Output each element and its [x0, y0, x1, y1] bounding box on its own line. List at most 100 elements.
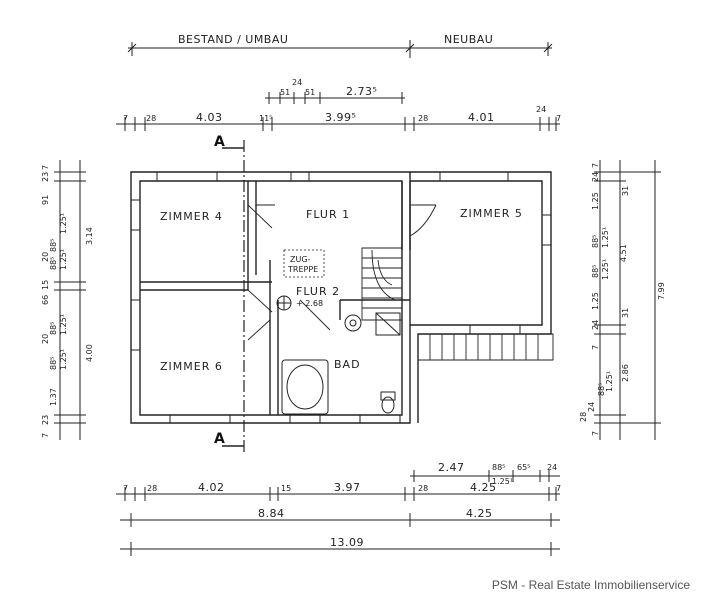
svg-text:23: 23 — [41, 415, 50, 425]
svg-text:7: 7 — [591, 163, 600, 168]
dim-label: 3.99⁵ — [325, 111, 356, 124]
svg-text:28: 28 — [579, 412, 588, 422]
terrace — [418, 334, 553, 360]
stair — [362, 248, 402, 320]
svg-text:7: 7 — [41, 433, 50, 438]
toilet — [381, 392, 395, 414]
top-dimension-chain — [116, 92, 560, 131]
shower — [376, 313, 400, 335]
room-label-zimmer-6: ZIMMER 6 — [160, 360, 223, 373]
dim-label: 7 — [123, 484, 128, 493]
svg-text:91: 91 — [41, 195, 50, 205]
svg-text:20: 20 — [41, 252, 50, 262]
svg-text:66: 66 — [41, 295, 50, 305]
room-label-zimmer-4: ZIMMER 4 — [160, 210, 223, 223]
right-dimension-chain — [594, 160, 661, 440]
left-dimension-chain — [54, 160, 86, 440]
door-swings — [248, 205, 436, 340]
svg-text:1.37: 1.37 — [49, 388, 58, 406]
svg-text:88⁵: 88⁵ — [49, 357, 58, 370]
room-label-zimmer-5: ZIMMER 5 — [460, 207, 523, 220]
dim-label: 15 — [281, 484, 291, 493]
windows — [131, 172, 551, 423]
section-header-line — [128, 40, 552, 58]
dim-label: 2.47 — [438, 461, 465, 474]
svg-text:88⁵: 88⁵ — [597, 383, 606, 396]
dim-label: 28 — [418, 114, 428, 123]
washbasin — [345, 315, 361, 331]
svg-text:88⁵: 88⁵ — [49, 257, 58, 270]
dim-label: 7 — [123, 114, 128, 123]
dim-label: 24 — [536, 105, 546, 114]
dim-label: 88⁵ — [492, 463, 505, 472]
svg-text:20: 20 — [41, 334, 50, 344]
svg-text:88⁵: 88⁵ — [49, 239, 58, 252]
svg-text:3.14: 3.14 — [85, 227, 94, 245]
dim-label: 2.73⁵ — [346, 85, 377, 98]
attic-ladder-label: ZUG- — [290, 255, 311, 264]
dim-label: 7 — [556, 484, 561, 493]
dim-label: 28 — [418, 484, 428, 493]
section-label-existing: BESTAND / UMBAU — [178, 33, 288, 46]
room-label-bad: BAD — [334, 358, 361, 371]
svg-text:24: 24 — [587, 402, 596, 412]
svg-text:1.25¹: 1.25¹ — [601, 259, 610, 280]
dim-label: 3.97 — [334, 481, 361, 494]
svg-text:1.25: 1.25 — [591, 192, 600, 210]
svg-text:88⁵: 88⁵ — [591, 265, 600, 278]
dim-label: 65⁵ — [517, 463, 530, 472]
dim-label: 8.84 — [258, 507, 285, 520]
room-label-flur-1: FLUR 1 — [306, 208, 350, 221]
svg-text:31: 31 — [621, 308, 630, 318]
dim-label: 7 — [556, 114, 561, 123]
svg-text:24: 24 — [591, 172, 600, 182]
svg-text:23: 23 — [41, 172, 50, 182]
dim-label: 4.25 — [470, 481, 497, 494]
dim-label: 4.25 — [466, 507, 493, 520]
room-label-flur-2: FLUR 2 — [296, 285, 340, 298]
dim-label: 4.03 — [196, 111, 223, 124]
section-label-new: NEUBAU — [444, 33, 493, 46]
dim-label: 28 — [146, 114, 156, 123]
dim-label: 51 — [305, 88, 315, 97]
dim-label: 51 — [280, 88, 290, 97]
dim-label: 4.01 — [468, 111, 495, 124]
dim-label: 11⁵ — [259, 114, 272, 123]
dim-label: 28 — [147, 484, 157, 493]
bathtub — [282, 360, 328, 414]
svg-text:7.99: 7.99 — [657, 282, 666, 300]
dim-label: 24 — [292, 78, 302, 87]
svg-text:1.25¹: 1.25¹ — [59, 314, 68, 335]
svg-text:24: 24 — [591, 320, 600, 330]
svg-text:88⁵: 88⁵ — [49, 322, 58, 335]
svg-text:1.25¹: 1.25¹ — [605, 371, 614, 392]
svg-text:1.25: 1.25 — [591, 292, 600, 310]
dim-label: 24 — [547, 463, 557, 472]
svg-text:4.51: 4.51 — [619, 244, 628, 262]
attic-ladder-frame — [284, 250, 324, 277]
svg-text:31: 31 — [621, 186, 630, 196]
bottom-dimension-chain — [116, 470, 560, 556]
right-dimension-labels: 7 24 1.25 31 88⁵ 1.25¹ 88⁵ 1.25¹ 4.51 1.… — [579, 163, 666, 436]
watermark-caption: PSM - Real Estate Immobilienservice — [491, 578, 690, 592]
section-mark-bottom: A — [214, 431, 225, 447]
svg-text:7: 7 — [591, 345, 600, 350]
svg-text:1.25¹: 1.25¹ — [59, 349, 68, 370]
left-dimension-labels: 23 7 91 88⁵ 1.25¹ 20 88⁵ 1.25¹ 3.14 15 6… — [41, 165, 94, 438]
svg-text:4.00: 4.00 — [85, 344, 94, 362]
svg-text:88⁵: 88⁵ — [591, 235, 600, 248]
section-arrows — [222, 148, 244, 446]
dim-label: 4.02 — [198, 481, 225, 494]
level-label: + 2.68 — [296, 299, 323, 308]
svg-text:1.25¹: 1.25¹ — [59, 249, 68, 270]
dim-label-total: 13.09 — [330, 536, 364, 549]
svg-text:1.25¹: 1.25¹ — [601, 227, 610, 248]
svg-text:7: 7 — [41, 165, 50, 170]
svg-text:15: 15 — [41, 280, 50, 290]
dim-label: 1.25¹ — [492, 477, 513, 486]
svg-text:1.25¹: 1.25¹ — [59, 213, 68, 234]
chimney — [277, 296, 291, 310]
svg-text:7: 7 — [591, 431, 600, 436]
attic-ladder-label: TREPPE — [287, 265, 318, 274]
